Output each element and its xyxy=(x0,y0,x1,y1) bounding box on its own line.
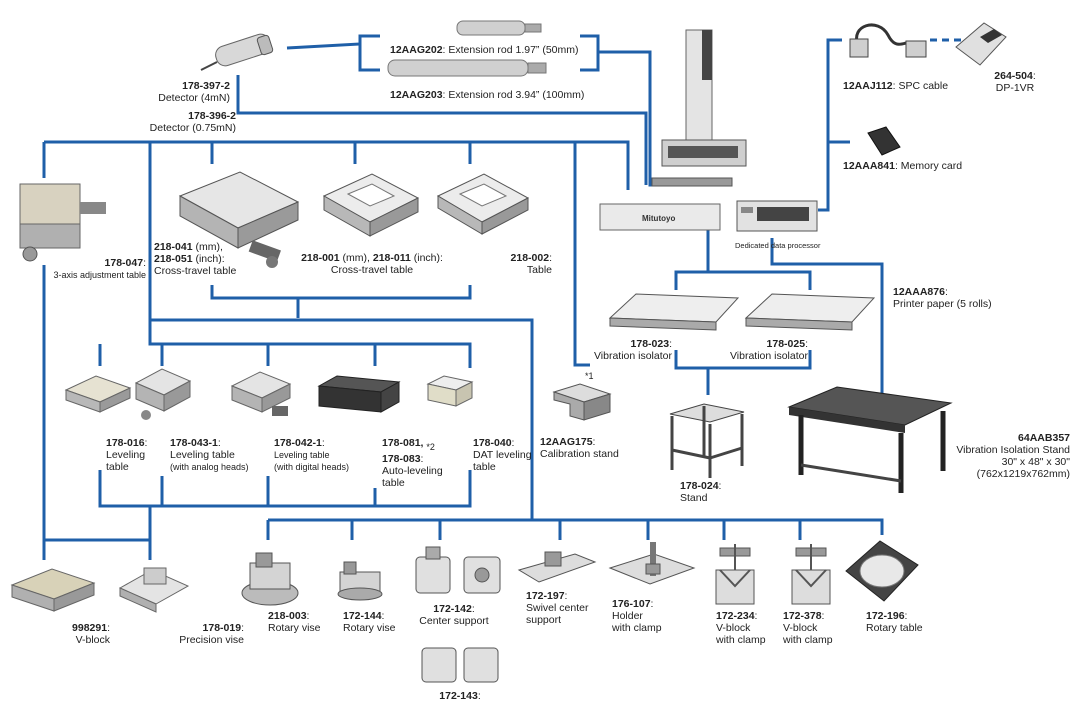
label-218-002: 218-002:Table xyxy=(510,252,552,276)
calibration-stand-image xyxy=(552,383,612,421)
detector-4mn-image xyxy=(200,33,274,71)
table-218002-image xyxy=(436,173,530,235)
leveling-table-178042-image xyxy=(230,371,292,416)
label-178-024: 178-024:Stand xyxy=(680,480,722,504)
printer-dp1vr-image xyxy=(955,22,1007,66)
v-block-clamp-172234-image xyxy=(715,544,755,605)
extension-rod-50mm-image xyxy=(456,20,542,36)
label-218-041: 218-041 (mm),218-051 (inch):Cross-travel… xyxy=(154,241,237,277)
v-block-998291-image xyxy=(10,568,96,612)
label-264-504: 264-504:DP-1VR xyxy=(994,70,1036,94)
label-12aaa841: 12AAA841: Memory card xyxy=(843,160,963,172)
label-note-1: *1 xyxy=(585,371,594,381)
data-processor-image xyxy=(736,200,818,232)
swivel-center-support-image xyxy=(517,551,597,583)
label-218-003: 218-003:Rotary vise xyxy=(268,610,321,634)
label-172-143: 172-143: xyxy=(439,690,481,702)
label-178-047: 178-047:3-axis adjustment table xyxy=(53,257,146,280)
holder-with-clamp-image xyxy=(608,542,696,585)
memory-card-image xyxy=(867,126,901,156)
vibration-isolation-stand-image xyxy=(787,386,953,493)
precision-vise-image xyxy=(118,567,190,613)
rotary-vise-172144-image xyxy=(337,561,383,601)
label-12aaj112: 12AAJ112: SPC cable xyxy=(843,80,949,92)
label-12aaa876: 12AAA876:Printer paper (5 rolls) xyxy=(893,286,992,310)
center-support-172142-image xyxy=(415,546,501,594)
label-178-025: 178-025:Vibration isolator xyxy=(729,338,808,362)
extension-rod-100mm-image xyxy=(387,59,547,77)
label-172-142: 172-142:Center support xyxy=(419,603,489,627)
dat-leveling-table-image xyxy=(426,375,474,407)
label-218-001: 218-001 (mm), 218-011 (inch):Cross-trave… xyxy=(301,252,443,276)
cross-travel-table-218041-image xyxy=(178,171,300,268)
spc-cable-image xyxy=(849,23,927,58)
label-12aag175: 12AAG175:Calibration stand xyxy=(540,436,619,460)
three-axis-table-image xyxy=(19,183,106,262)
label-178-042-1: 178-042-1:Leveling table(with digital he… xyxy=(274,437,350,472)
auto-leveling-table-image xyxy=(317,375,401,413)
label-172-144: 172-144:Rotary vise xyxy=(343,610,396,634)
label-12aag203: 12AAG203: Extension rod 3.94” (100mm) xyxy=(390,89,585,101)
vibration-isolator-178023-image xyxy=(608,293,740,331)
label-178-023: 178-023:Vibration isolator xyxy=(593,338,672,362)
v-block-clamp-172378-image xyxy=(791,544,831,605)
center-support-172143-image xyxy=(421,647,499,683)
main-measuring-stand-image: Mitutoyo xyxy=(599,29,747,231)
stand-178024-image xyxy=(669,403,745,478)
rotary-table-image xyxy=(845,540,919,602)
leveling-table-178016-image xyxy=(64,375,132,413)
label-172-196: 172-196:Rotary table xyxy=(866,610,923,634)
label-data-processor: Dedicated data processor xyxy=(735,241,821,250)
cross-travel-table-218001-image xyxy=(322,173,420,237)
brand-logo-text: Mitutoyo xyxy=(642,214,675,223)
leveling-table-178043-image xyxy=(134,368,192,420)
label-998291: 998291:V-block xyxy=(72,622,110,646)
label-178-043-1: 178-043-1:Leveling table(with analog hea… xyxy=(170,437,249,472)
vibration-isolator-178025-image xyxy=(744,293,876,331)
rotary-vise-218003-image xyxy=(241,552,299,606)
label-178-019: 178-019:Precision vise xyxy=(179,622,244,646)
label-12aag202: 12AAG202: Extension rod 1.97” (50mm) xyxy=(390,44,579,56)
